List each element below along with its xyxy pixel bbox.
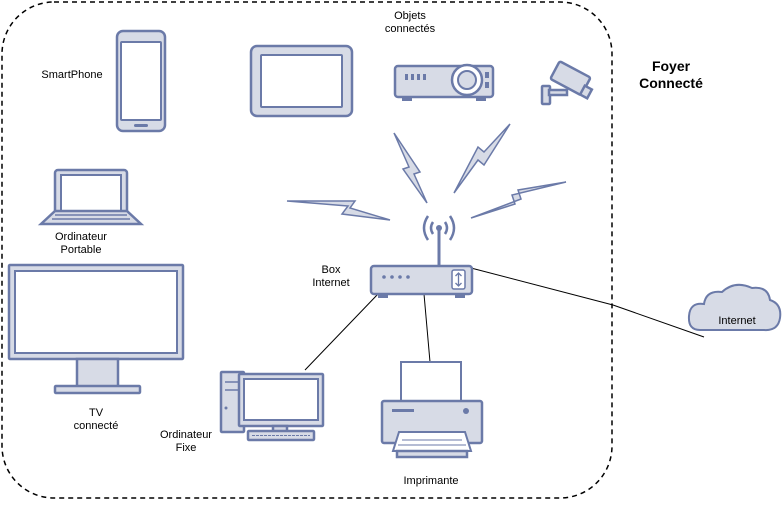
cloud-icon [687,283,782,332]
label-printer: Imprimante [403,475,459,487]
signal-bolt-icon [453,123,511,194]
label-internet: Internet [718,315,756,327]
home-title: Foyer Connecté [639,58,703,91]
smartphone-icon [115,29,167,133]
laptop-icon [37,168,145,226]
signal-bolt-icon [393,132,428,204]
label-laptop: Ordinateur Portable [55,231,107,256]
tablet-icon [249,44,354,118]
link-box-printer [423,293,431,363]
printer-icon [380,361,484,459]
projector-icon [393,63,495,101]
label-desktop: Ordinateur Fixe [160,429,212,454]
label-smartphone: SmartPhone [41,69,103,81]
desktop-computer-icon [219,370,325,442]
link-box-internet [470,267,705,338]
router-icon [369,215,474,298]
signal-bolt-icon [286,200,391,221]
label-box-internet: Box Internet [312,264,350,289]
home-boundary [1,1,613,499]
signal-bolt-icon [470,181,567,219]
tv-icon [7,263,185,395]
link-box-desktop [304,293,379,371]
label-objets-connectes: Objets connectés [384,10,436,35]
label-tv: TV connecté [73,407,119,432]
camera-icon [540,60,594,106]
